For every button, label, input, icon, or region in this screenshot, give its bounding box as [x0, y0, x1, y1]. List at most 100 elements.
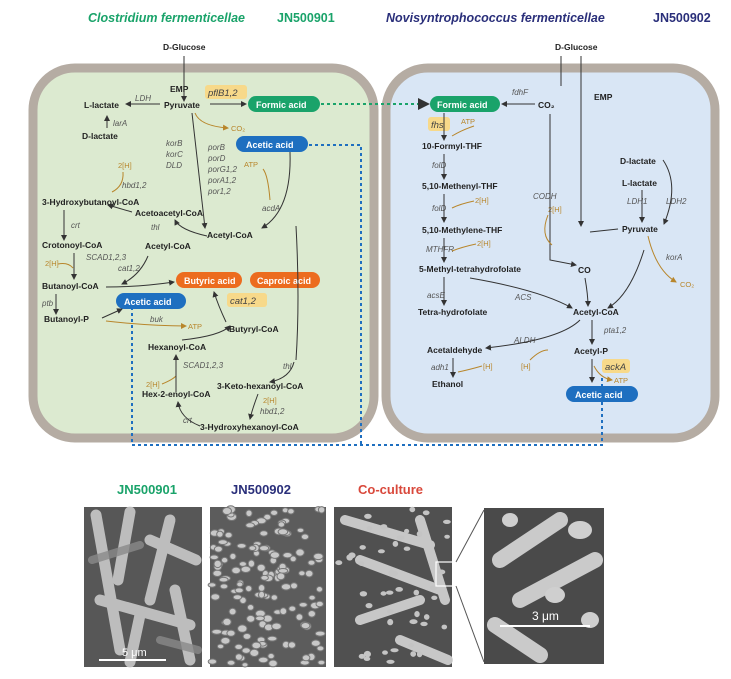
arrow [101, 308, 123, 319]
thl-label-1: thl [151, 223, 160, 232]
right-2h-2: 2[H] [548, 205, 562, 214]
coccus-cell [282, 552, 293, 559]
arrow [175, 401, 201, 427]
zoom-line-bottom [455, 585, 485, 663]
coccus-cell [315, 600, 324, 608]
right-emp: EMP [594, 92, 613, 102]
coccus-cell [213, 559, 222, 569]
left-atp-top: ATP [244, 160, 258, 169]
pord-label: porD [207, 154, 226, 163]
coccus-cell [228, 607, 237, 616]
coccus-cell [380, 524, 388, 530]
right-co2-right: CO₂ [680, 280, 694, 289]
right-formic-acid-pill [430, 96, 500, 112]
methenyl-thf: 5,10-Methenyl-THF [422, 181, 498, 191]
arrow [212, 291, 227, 323]
ldh1-label: LDH1 [627, 197, 647, 206]
arrow [262, 168, 271, 201]
coccus-cell [289, 555, 297, 563]
coccus-cell [390, 648, 399, 653]
right-d-glucose: D-Glucose [555, 42, 598, 52]
coccus-cell [413, 589, 420, 596]
coccus-cell [234, 643, 244, 651]
arrow [593, 365, 613, 383]
methyl-thf: 5-Methyl-tetrahydrofolate [419, 264, 521, 274]
micrograph-label-2: JN500902 [231, 482, 291, 497]
acs-label: ACS [514, 293, 532, 302]
coccus-cell [270, 509, 279, 516]
coccus-cell [410, 651, 417, 657]
coccus-cell [260, 574, 269, 581]
porg-label: porG1,2 [207, 165, 237, 174]
coccus-cell [258, 656, 269, 664]
coccus-cell [229, 552, 237, 561]
coccus-cell [222, 507, 232, 515]
buk-label: buk [150, 315, 164, 324]
coccus-cell [241, 662, 249, 668]
cat-highlight [227, 293, 267, 307]
coccus-cell [380, 591, 387, 596]
coccus-cell [358, 561, 365, 566]
right-2h-1: 2[H] [475, 196, 489, 205]
coccus-cell [222, 617, 232, 627]
coccus-cell [209, 554, 219, 561]
coccus-cell [216, 530, 224, 538]
korc-label: korC [166, 150, 183, 159]
left-acetyl-coa: Acetyl-CoA [207, 230, 253, 240]
left-co2: CO₂ [231, 124, 245, 133]
coccus-cell [365, 603, 373, 609]
coccus-cell [267, 635, 278, 642]
coccus-cell [232, 594, 243, 601]
coccus-cell [409, 619, 418, 625]
arrow [544, 214, 553, 246]
coccus-cell [258, 590, 266, 599]
coccus-cell [219, 583, 229, 590]
coccus-cell [226, 629, 236, 637]
cat-label-small: cat1,2 [118, 264, 140, 273]
scale-bar-5um: 5 μm [122, 647, 147, 659]
methylene-thf: 5,10-Methylene-THF [422, 225, 502, 235]
arrow [451, 125, 475, 137]
acka-label: ackA [605, 362, 626, 373]
left-pyruvate: Pyruvate [164, 100, 200, 110]
arrow [121, 255, 149, 285]
coccus-cell [382, 650, 388, 655]
arrow [485, 319, 581, 351]
arrow [269, 361, 295, 384]
coccus-cell [364, 513, 372, 519]
arrow [647, 235, 677, 283]
coccus-cell [317, 506, 326, 514]
coccus-cell [420, 621, 428, 627]
coccus-cell [408, 643, 414, 648]
scad-label-2: SCAD1,2,3 [183, 361, 224, 370]
arrow [589, 228, 619, 233]
butyryl-coa: Butyryl-CoA [229, 324, 279, 334]
coccus-cell [298, 602, 308, 608]
coccus-cell [392, 540, 399, 547]
left-acetic-acid-mid: Acetic acid [124, 297, 172, 307]
right-2h-3: 2[H] [477, 239, 491, 248]
coccus-cell [277, 568, 289, 574]
coccus-cell [359, 545, 366, 550]
right-acetic-acid-pill [566, 386, 638, 402]
hydroxybutanoyl-coa: 3-Hydroxybutanoyl-CoA [42, 197, 139, 207]
right-atp-1: ATP [461, 117, 475, 126]
coccus-cell [231, 566, 242, 575]
coccus-cell [313, 552, 324, 561]
tetrahydrofolate: Tetra-hydrofolate [418, 307, 488, 317]
fdhf-label: fdhF [512, 88, 529, 97]
left-species-title: Clostridium fermenticellae [88, 11, 245, 25]
crotonoyl-coa: Crotonoyl-CoA [42, 240, 102, 250]
coccus-cell [310, 639, 321, 647]
butyric-acid: Butyric acid [184, 276, 236, 286]
coccus-cell [437, 569, 446, 575]
left-l-lactate: L-lactate [84, 100, 119, 110]
coccus-cell [210, 593, 221, 601]
coccus-cell [263, 513, 272, 521]
coccus-cell [256, 563, 266, 572]
arrow [529, 349, 549, 361]
arrow [194, 112, 229, 131]
coccus-cell [431, 595, 438, 600]
coccus-cell [216, 643, 225, 650]
right-l-lactate: L-lactate [622, 178, 657, 188]
